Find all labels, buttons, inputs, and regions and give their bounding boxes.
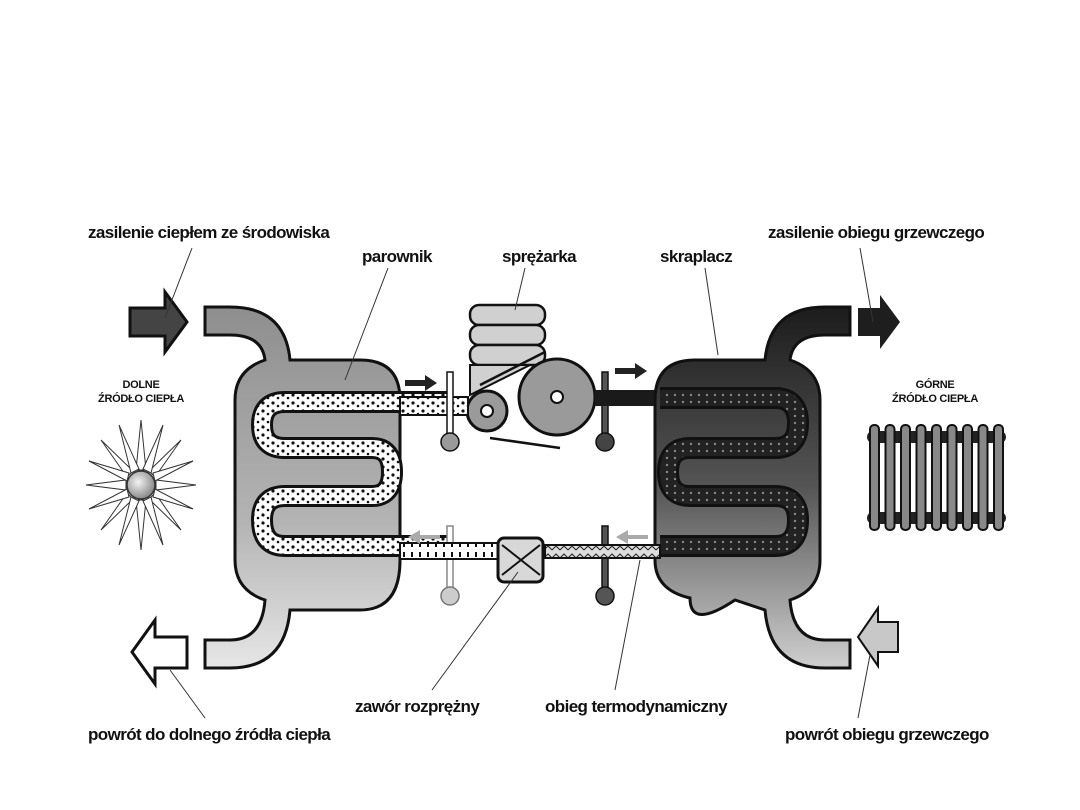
flow-arrow-icon xyxy=(616,530,648,544)
label-evaporator: parownik xyxy=(362,247,433,266)
thermometer-icon xyxy=(595,525,615,606)
label-heating-circuit-return: powrót obiegu grzewczego xyxy=(785,725,989,744)
label-expansion-valve: zawór rozprężny xyxy=(355,697,480,716)
radiator-fin xyxy=(946,424,958,531)
radiator-fin xyxy=(884,424,896,531)
outlet-arrow-icon xyxy=(130,615,189,689)
label-compressor: sprężarka xyxy=(502,247,577,266)
radiator-fin xyxy=(993,424,1004,531)
leader-lines xyxy=(164,247,874,719)
compressor xyxy=(465,303,597,450)
caption-upper-source-line2: ŹRÓDŁO CIEPŁA xyxy=(892,392,978,405)
label-heating-circuit-supply: zasilenie obiegu grzewczego xyxy=(768,223,984,242)
liquid-pipe xyxy=(544,544,661,559)
radiator-fin xyxy=(869,424,880,531)
sun-icon xyxy=(85,419,197,551)
radiator-fin xyxy=(977,424,989,531)
label-condenser: skraplacz xyxy=(660,247,732,266)
caption-upper-source-line1: GÓRNE xyxy=(916,378,955,391)
caption-lower-source-line2: ŹRÓDŁO CIEPŁA xyxy=(98,392,184,405)
outlet-arrow-icon xyxy=(858,295,900,349)
thermometer-icon xyxy=(595,371,615,452)
radiator-fin xyxy=(962,424,973,531)
condenser xyxy=(653,305,852,670)
liquid-pipe xyxy=(399,542,501,560)
evaporator xyxy=(203,305,450,670)
radiator-fin xyxy=(915,424,927,531)
radiator-fin xyxy=(931,424,942,531)
label-thermodynamic-cycle: obieg termodynamiczny xyxy=(545,697,728,716)
flow-arrow-icon xyxy=(615,363,647,379)
expansion-valve xyxy=(496,536,545,584)
thermometer-icon xyxy=(440,371,460,452)
flow-arrow-icon xyxy=(408,530,440,544)
return-arrow-icon xyxy=(856,604,899,670)
label-return-lower-source: powrót do dolnego źródła ciepła xyxy=(88,725,331,744)
radiator-icon xyxy=(867,424,1006,531)
radiator-fin xyxy=(900,424,911,531)
discharge-pipe xyxy=(595,390,665,406)
suction-pipe xyxy=(399,396,469,416)
caption-lower-source-line1: DOLNE xyxy=(122,379,159,391)
flow-arrow-icon xyxy=(405,375,437,391)
label-heat-supply-environment: zasilenie ciepłem ze środowiska xyxy=(88,223,330,242)
inlet-arrow-icon xyxy=(128,287,189,357)
